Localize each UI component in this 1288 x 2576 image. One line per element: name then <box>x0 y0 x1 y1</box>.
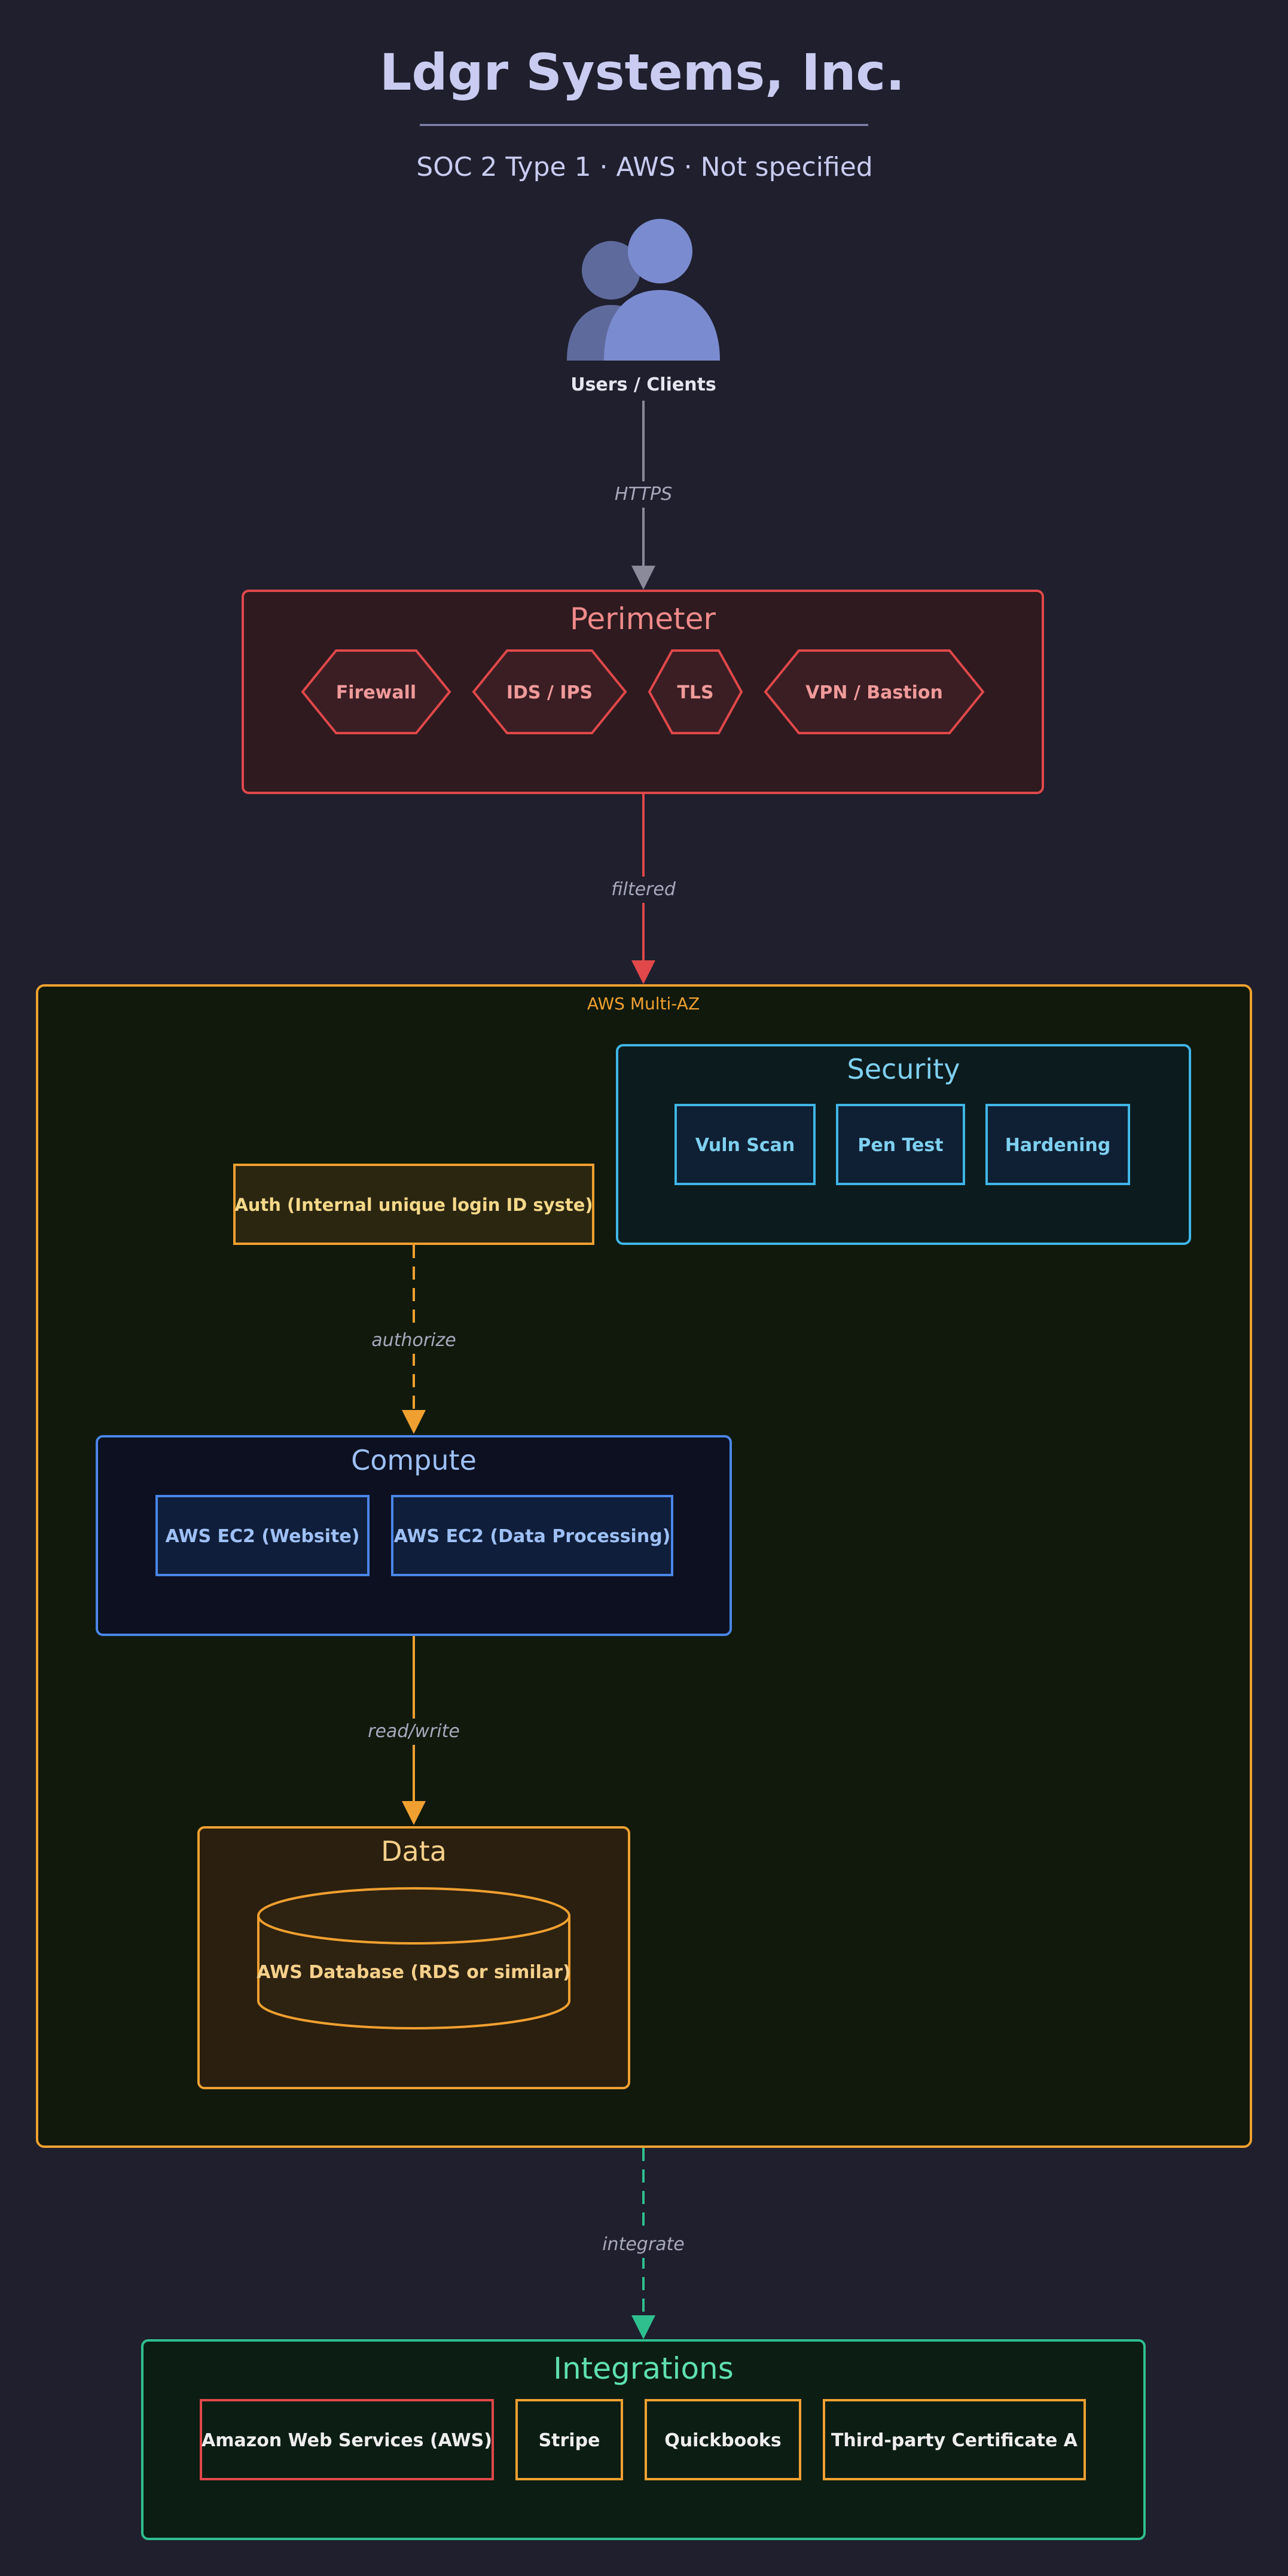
perimeter-item-ids-ips: IDS / IPS <box>472 649 627 734</box>
users-label: Users / Clients <box>570 374 716 395</box>
edge-label-integrate: integrate <box>602 2234 685 2255</box>
database-cylinder: AWS Database (RDS or similar) <box>257 1887 571 2029</box>
integration-item-stripe: Stripe <box>515 2399 623 2480</box>
edge-label-filtered: filtered <box>611 879 676 900</box>
integration-item-third-party-cert: Third-party Certificate A <box>823 2399 1086 2480</box>
edge-label-bg <box>611 481 676 508</box>
integration-item-quickbooks: Quickbooks <box>645 2399 801 2480</box>
database-label: AWS Database (RDS or similar) <box>257 1962 570 1983</box>
perimeter-group <box>242 590 1044 794</box>
svg-text:Hardening: Hardening <box>1005 1135 1110 1156</box>
edge-label-bg <box>366 1719 462 1745</box>
perimeter-title: Perimeter <box>570 602 716 636</box>
edge-label-bg <box>602 2232 685 2258</box>
security-item-pen-test: Pen Test <box>836 1104 965 1185</box>
svg-text:TLS: TLS <box>677 682 713 703</box>
svg-text:VPN / Bastion: VPN / Bastion <box>805 682 943 703</box>
compute-item-ec2-website: AWS EC2 (Website) <box>155 1495 370 1576</box>
compute-item-ec2-data-processing: AWS EC2 (Data Processing) <box>391 1495 673 1576</box>
svg-text:Amazon Web Services (AWS): Amazon Web Services (AWS) <box>202 2430 492 2451</box>
perimeter-item-firewall: Firewall <box>301 649 451 734</box>
integration-item-aws: Amazon Web Services (AWS) <box>200 2399 494 2480</box>
compute-title: Compute <box>351 1444 477 1476</box>
security-item-hardening: Hardening <box>985 1104 1130 1185</box>
integrations-group <box>141 2339 1146 2540</box>
svg-text:AWS EC2 (Website): AWS EC2 (Website) <box>166 1526 360 1547</box>
integrations-title: Integrations <box>553 2351 734 2386</box>
svg-text:AWS EC2 (Data Processing): AWS EC2 (Data Processing) <box>394 1526 671 1547</box>
svg-text:Auth (Internal unique login ID: Auth (Internal unique login ID syste) <box>234 1195 593 1215</box>
svg-text:IDS / IPS: IDS / IPS <box>506 682 593 703</box>
perimeter-item-tls: TLS <box>648 649 743 734</box>
users-icon <box>567 219 720 361</box>
edge-label-https: HTTPS <box>615 484 672 505</box>
svg-text:Quickbooks: Quickbooks <box>664 2430 781 2451</box>
page-subtitle: SOC 2 Type 1 · AWS · Not specified <box>416 152 872 182</box>
svg-text:Vuln Scan: Vuln Scan <box>695 1135 795 1156</box>
auth-node: Auth (Internal unique login ID syste) <box>233 1164 594 1245</box>
security-title: Security <box>847 1053 960 1085</box>
edge-label-authorize: authorize <box>371 1330 456 1351</box>
edge-label-bg <box>368 1327 459 1354</box>
svg-text:Third-party Certificate A: Third-party Certificate A <box>831 2430 1078 2451</box>
svg-text:Pen Test: Pen Test <box>857 1135 943 1156</box>
edge-label-bg <box>608 877 679 903</box>
page-title: Ldgr Systems, Inc. <box>380 43 905 102</box>
security-item-vuln-scan: Vuln Scan <box>674 1104 816 1185</box>
perimeter-item-vpn-bastion: VPN / Bastion <box>764 649 985 734</box>
edge-label-read-write: read/write <box>368 1721 460 1742</box>
cloud-region-label: AWS Multi-AZ <box>587 994 700 1014</box>
svg-text:Firewall: Firewall <box>336 682 416 703</box>
svg-text:Stripe: Stripe <box>539 2430 600 2451</box>
data-title: Data <box>381 1835 447 1867</box>
